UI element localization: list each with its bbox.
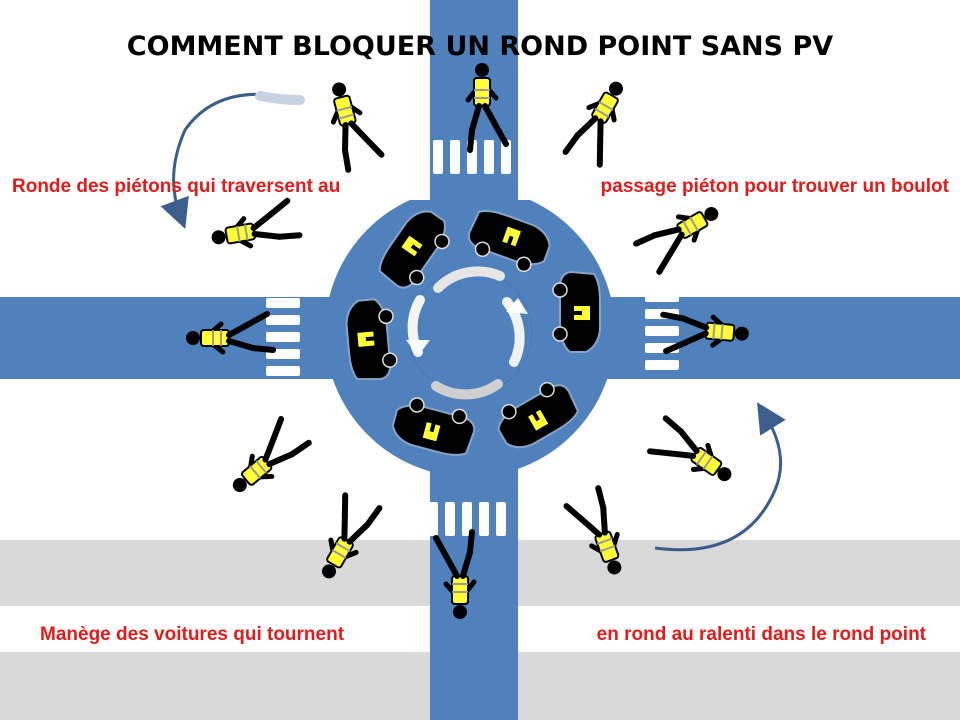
caption-top-right: passage piéton pour trouver un boulot: [601, 176, 950, 197]
roundabout-island: [407, 269, 533, 395]
crosswalk-left: [266, 298, 300, 376]
caption-bottom-right: en rond au ralenti dans le rond point: [597, 624, 927, 645]
circular-arrow-icon: [406, 266, 528, 400]
crosswalk-bottom: [428, 502, 506, 536]
caption-box-bottom-left: [20, 618, 430, 648]
curved-arrow-icon: [160, 91, 786, 552]
caption-box-top-left: [0, 170, 430, 200]
page-title: COMMENT BLOQUER UN ROND POINT SANS PV: [127, 31, 833, 62]
caption-box-top-right: [518, 170, 960, 200]
caption-top-left: Ronde des piétons qui traversent au: [12, 176, 340, 197]
caption-box-bottom-right: [518, 618, 938, 648]
caption-bottom-left: Manège des voitures qui tournent: [40, 624, 345, 645]
